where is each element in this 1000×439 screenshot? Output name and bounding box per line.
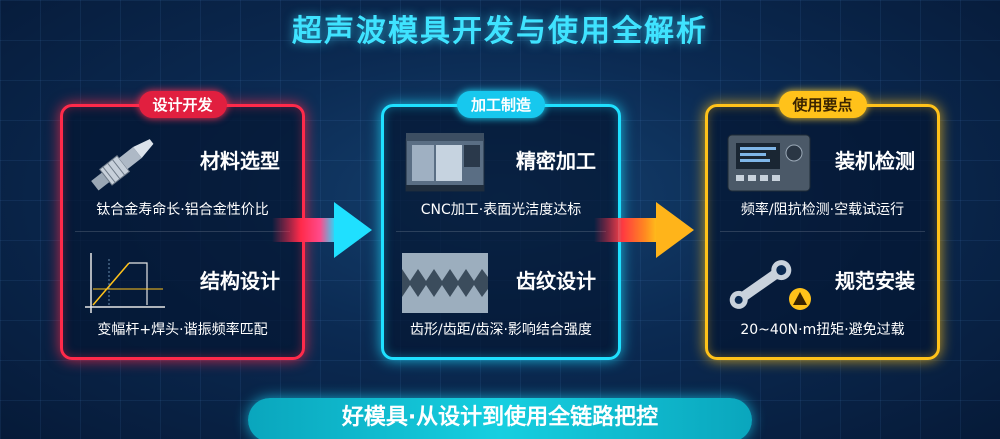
precision-machining-item: 精密加工 CNC加工·表面光洁度达标 <box>396 125 606 225</box>
cnc-machine-icon <box>400 129 490 197</box>
tooth-pattern-label: 齿纹设计 <box>516 269 596 293</box>
usage-panel-pill: 使用要点 <box>778 91 867 118</box>
standard-install-item: 规范安装 20~40N·m扭矩·避免过载 <box>720 245 925 345</box>
structure-design-label: 结构设计 <box>200 269 280 293</box>
material-selection-item: 材料选型 钛合金寿命长·铝合金性价比 <box>75 125 290 225</box>
page-title: 超声波模具开发与使用全解析 <box>292 14 708 49</box>
design-diagram-icon <box>79 249 169 317</box>
ultrasonic-horn-icon <box>79 129 169 197</box>
flow-arrow-1 <box>272 200 380 264</box>
design-panel-pill: 设计开发 <box>138 91 227 118</box>
divider <box>75 231 290 232</box>
manufacturing-panel: 加工制造 精密加工 CNC加工·表面光洁度达标 齿纹设计 齿形/齿距/齿深·影响… <box>381 91 621 360</box>
material-selection-caption: 钛合金寿命长·铝合金性价比 <box>96 202 269 218</box>
precision-machining-label: 精密加工 <box>516 149 596 173</box>
tooth-pattern-caption: 齿形/齿距/齿深·影响结合强度 <box>410 322 592 338</box>
precision-machining-caption: CNC加工·表面光洁度达标 <box>420 202 582 218</box>
standard-install-label: 规范安装 <box>835 269 915 293</box>
flow-arrow-2 <box>594 200 702 264</box>
divider <box>396 231 606 232</box>
structure-design-caption: 变幅杆+焊头·谐振频率匹配 <box>97 322 268 338</box>
divider <box>720 231 925 232</box>
usage-panel: 使用要点 装机检测 频率/阻抗检测·空载试运行 <box>705 91 940 360</box>
ultrasonic-generator-icon <box>724 129 814 197</box>
material-selection-label: 材料选型 <box>200 149 280 173</box>
install-check-caption: 频率/阻抗检测·空载试运行 <box>740 202 905 218</box>
install-check-label: 装机检测 <box>835 149 915 173</box>
standard-install-caption: 20~40N·m扭矩·避免过载 <box>740 322 905 338</box>
manufacturing-panel-pill: 加工制造 <box>456 91 546 118</box>
tooth-pattern-icon <box>400 249 490 317</box>
summary-banner: 好模具·从设计到使用全链路把控 <box>248 398 752 439</box>
tooth-pattern-item: 齿纹设计 齿形/齿距/齿深·影响结合强度 <box>396 245 606 345</box>
design-panel: 设计开发 材料选型 钛合金寿命长·铝合金性价比 <box>60 91 305 360</box>
install-check-item: 装机检测 频率/阻抗检测·空载试运行 <box>720 125 925 225</box>
wrench-warning-icon <box>724 249 814 317</box>
structure-design-item: 结构设计 变幅杆+焊头·谐振频率匹配 <box>75 245 290 345</box>
